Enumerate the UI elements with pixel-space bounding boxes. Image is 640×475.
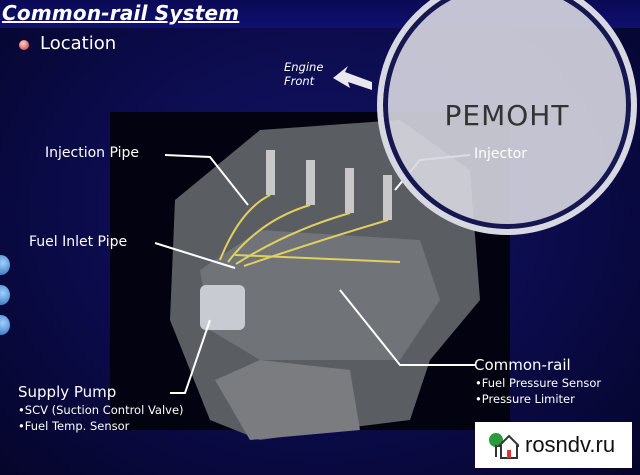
label-injector: Injector xyxy=(474,146,528,162)
injector-3 xyxy=(345,168,354,213)
watermark-circle: РЕМОНТ xyxy=(377,0,637,235)
label-injection-pipe: Injection Pipe xyxy=(45,145,139,161)
nav-button-3[interactable] xyxy=(0,315,10,335)
pipe-3 xyxy=(235,212,351,265)
fuel-pipes xyxy=(219,194,401,267)
injectors xyxy=(266,150,392,220)
label-common-rail: Common-rail xyxy=(474,356,571,374)
common-rail-details: •Fuel Pressure Sensor•Pressure Limiter xyxy=(475,376,602,406)
pipe-2 xyxy=(227,204,311,263)
bullet-icon xyxy=(19,40,29,50)
slide-title: Common-rail System xyxy=(2,1,240,25)
nav-button-2[interactable] xyxy=(0,285,10,305)
section-heading: Location xyxy=(40,33,117,54)
logo-text: rosndv.ru xyxy=(525,432,616,457)
injector-4 xyxy=(383,175,392,220)
pipe-4 xyxy=(243,219,389,267)
engine-front-arrow-icon xyxy=(333,66,372,90)
pipe-1 xyxy=(219,194,271,261)
supply-pump-details: •SCV (Suction Control Valve)•Fuel Temp. … xyxy=(18,403,184,433)
supply-pump-shape xyxy=(200,285,245,330)
oil-pan xyxy=(215,360,360,440)
label-fuel-inlet-pipe: Fuel Inlet Pipe xyxy=(29,234,128,250)
common-rail-line xyxy=(234,254,401,263)
nav-button-1[interactable] xyxy=(0,255,10,275)
label-supply-pump: Supply Pump xyxy=(18,383,117,401)
injector-2 xyxy=(306,160,315,205)
site-logo[interactable]: rosndv.ru xyxy=(475,422,632,468)
cylinder-head xyxy=(200,230,440,360)
watermark-text: РЕМОНТ xyxy=(444,99,570,132)
house-tree-icon xyxy=(489,433,519,459)
injector-1 xyxy=(266,150,275,195)
